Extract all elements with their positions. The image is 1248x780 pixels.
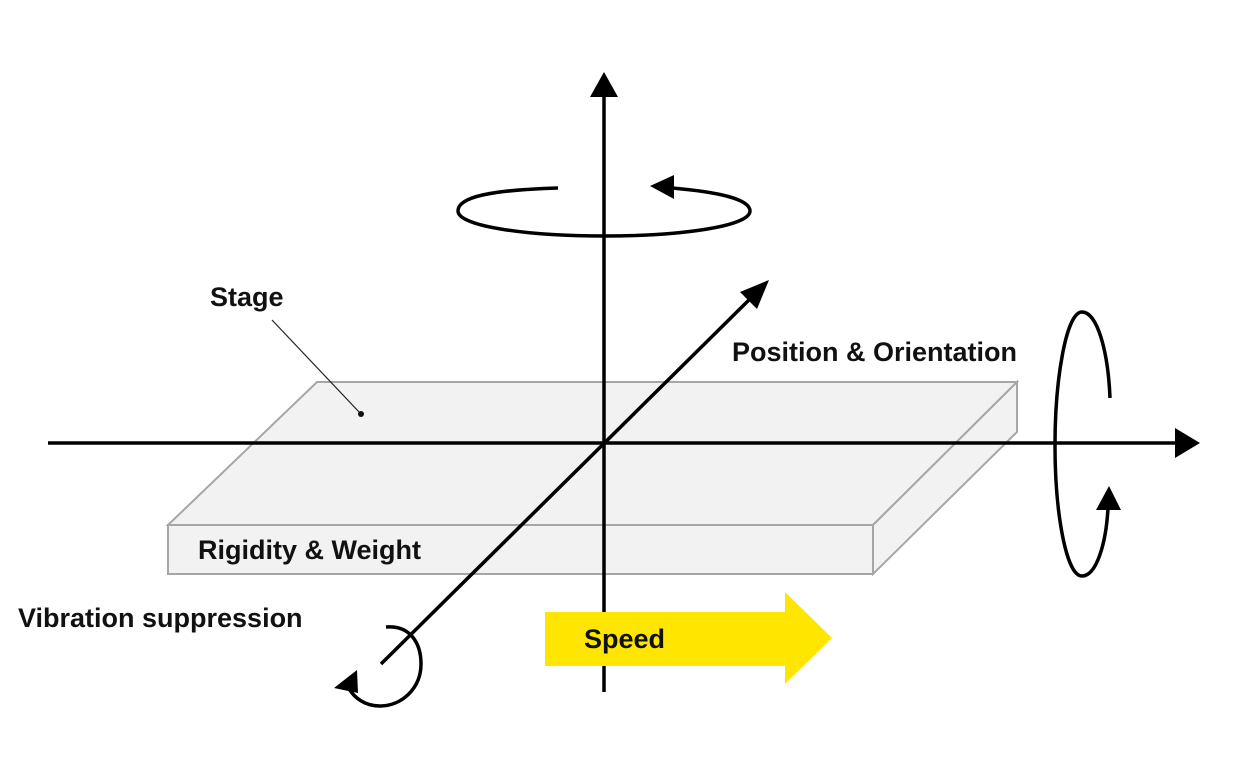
stage-label: Stage [210, 282, 284, 312]
position-orientation-label: Position & Orientation [732, 337, 1017, 367]
y-axis-line [379, 292, 757, 666]
stage-side-face [872, 379, 1018, 577]
speed-label: Speed [584, 624, 665, 654]
y-rotation-arrow [334, 625, 423, 708]
vibration-suppression-label: Vibration suppression [18, 603, 303, 633]
stage-leader-dot [358, 411, 364, 417]
z-rotation-arrow [456, 175, 752, 238]
y-axis-arrowhead [740, 280, 769, 309]
x-axis-arrowhead [1175, 428, 1200, 458]
x-rotation-arrow [1053, 310, 1121, 578]
z-axis-arrowhead [590, 72, 618, 97]
speed-arrow [545, 592, 832, 684]
rigidity-weight-label: Rigidity & Weight [198, 535, 421, 565]
stage-leader-line [271, 319, 361, 414]
